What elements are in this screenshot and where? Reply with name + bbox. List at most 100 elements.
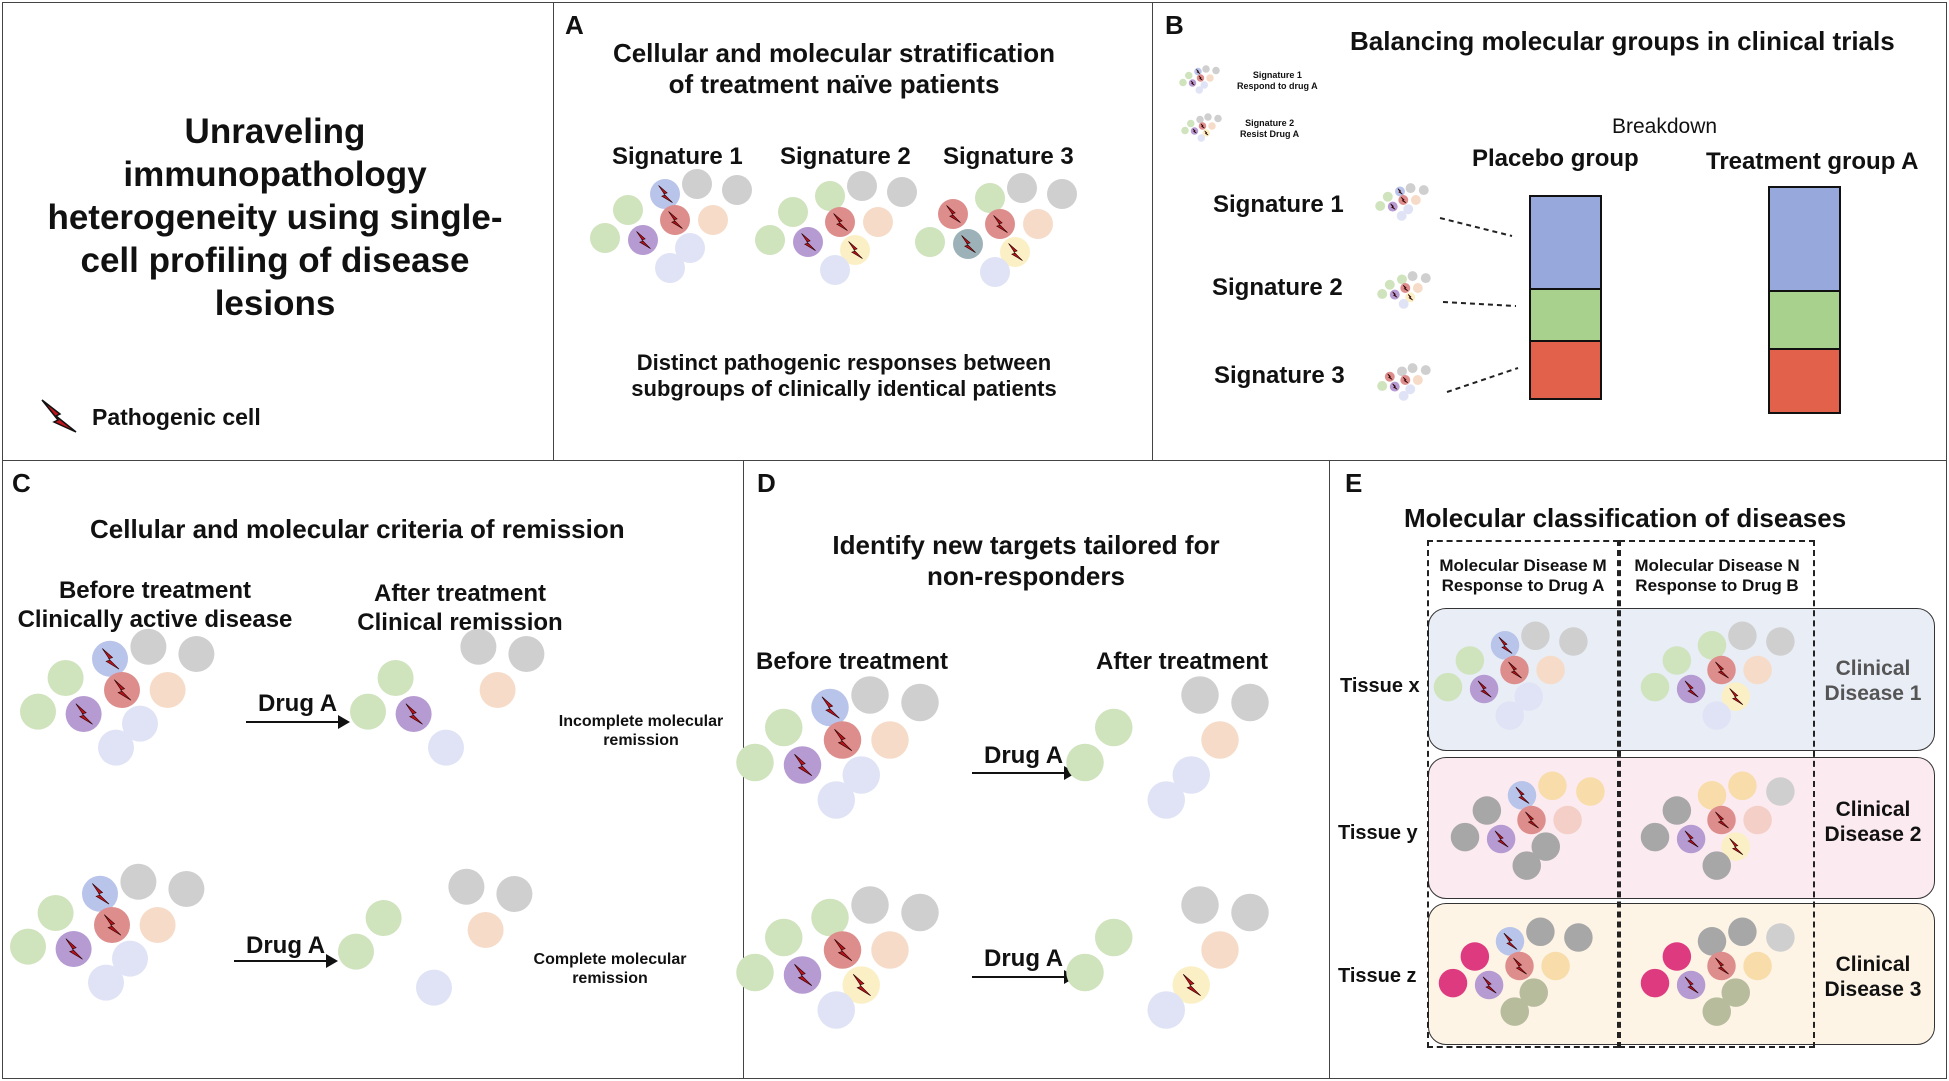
before-cell	[783, 956, 822, 994]
tissue-z-cell	[1640, 968, 1670, 998]
before-cell	[783, 746, 822, 784]
panel-a-caption: Distinct pathogenic responses between su…	[570, 350, 1118, 403]
tissue-y-cell	[1531, 832, 1560, 861]
after-cell	[508, 636, 545, 672]
panel-e-letter: E	[1345, 468, 1363, 498]
before-cell	[104, 672, 140, 708]
legend-cell	[1202, 65, 1210, 73]
before-cell	[37, 895, 74, 931]
tissue-z-cell	[1474, 970, 1504, 1000]
tissue-y-cell	[1486, 824, 1516, 854]
panel-d-before: Before treatment	[756, 648, 949, 675]
placebo-bar-signature-1	[1529, 195, 1602, 290]
sig1-cell	[660, 205, 690, 235]
pathogenic-cell-icon	[1513, 957, 1527, 975]
sig2-cell	[755, 225, 785, 255]
before-cell	[811, 898, 849, 937]
after-cell	[416, 969, 452, 1006]
after-cell	[1095, 708, 1133, 747]
before-cell	[122, 705, 158, 742]
panel-c-after: After treatment Clinical remission	[340, 580, 580, 638]
tissue-x-cell	[1490, 631, 1520, 660]
before-cell	[736, 743, 774, 782]
pathogenic-cell-icon	[1515, 786, 1530, 804]
before-cell	[112, 940, 148, 977]
clinical-disease-3-line1: Clinical	[1835, 953, 1911, 976]
panel-d-after: After treatment	[1096, 648, 1269, 675]
panel-e-column-m-line2: Response to Drug A	[1441, 576, 1605, 596]
sig3-cell	[1007, 173, 1037, 203]
tissue-y-cell	[1728, 771, 1757, 801]
tissue-z-cell	[1495, 927, 1525, 956]
after-cell	[1147, 991, 1185, 1029]
tissue-z-cell	[1519, 978, 1548, 1007]
pathogenic-cell-icon	[1402, 284, 1408, 292]
sig2-cell	[847, 171, 877, 201]
row-cell	[1407, 363, 1418, 374]
panel-a-signature-2: Signature 2	[780, 143, 911, 170]
legend-cell	[1204, 113, 1212, 121]
tissue-x-cell	[1697, 631, 1727, 660]
after-cell	[1181, 676, 1219, 714]
legend-cell	[1195, 86, 1203, 94]
tissue-x-cell	[1500, 655, 1529, 685]
sig3-cell	[975, 183, 1005, 213]
before-cell	[871, 721, 909, 759]
pathogenic-cell-icon	[114, 679, 132, 701]
pathogenic-cell-icon	[794, 754, 813, 776]
pathogenic-cell-icon	[1402, 376, 1408, 384]
legend-pathogenic-label: Pathogenic cell	[92, 404, 261, 430]
tissue-y-cell	[1517, 805, 1546, 835]
pathogenic-cell-icon	[1200, 123, 1205, 129]
legend-cell	[1208, 122, 1216, 130]
pathogenic-cell-icon	[636, 231, 651, 249]
panel-b-letter: B	[1165, 10, 1184, 40]
pathogenic-cell-icon	[1498, 636, 1513, 654]
panel-c-outcome-1: Incomplete molecular remission	[556, 712, 726, 750]
panel-a-letter: A	[565, 10, 584, 40]
after-cell	[377, 660, 414, 696]
before-cell	[736, 953, 774, 992]
intro-title-line: Unraveling	[184, 112, 366, 151]
after-cell	[1181, 886, 1219, 924]
row-cell	[1398, 390, 1409, 401]
sig2-cell	[887, 177, 917, 207]
after-cell	[460, 628, 497, 665]
row-cell	[1405, 183, 1416, 194]
tissue-x-cell	[1559, 627, 1588, 656]
sig1-cell	[675, 233, 705, 263]
tissue-z-cell	[1438, 968, 1468, 998]
intro-title-line: immunopathology	[123, 155, 427, 194]
tissue-y-cell	[1707, 805, 1736, 835]
pathogenic-cell-icon	[993, 215, 1008, 233]
pathogenic-cell-icon	[65, 938, 83, 960]
pathogenic-cell-icon	[1397, 188, 1403, 195]
panel-c-letter: C	[12, 468, 31, 498]
panel-d-drug-label-1: Drug A	[984, 742, 1064, 769]
legend-cell	[1196, 115, 1204, 124]
row-cell	[1418, 185, 1429, 196]
after-cell	[365, 900, 402, 936]
tissue-z-cell	[1500, 997, 1529, 1026]
legend-cell	[1187, 119, 1195, 128]
panel-c-outcome-2: Complete molecular remission	[530, 950, 690, 988]
panel-b-legend-2-line2: Resist Drug A	[1240, 128, 1300, 139]
row-cell	[1397, 274, 1407, 285]
panel-b-placebo-label: Placebo group	[1472, 145, 1639, 172]
row-cell	[1410, 195, 1421, 205]
pathogenic-cell-icon	[102, 648, 120, 670]
panel-d-drug-label-2: Drug A	[984, 945, 1064, 972]
tissue-x-cell	[1455, 646, 1485, 675]
panel-e-column-n: Molecular Disease N Response to Drug B	[1620, 556, 1814, 597]
pathogenic-cell-icon	[801, 233, 816, 251]
sig3-cell	[915, 227, 945, 257]
before-cell	[842, 756, 880, 794]
panel-a-signature-1: Signature 1	[612, 143, 743, 170]
pathogenic-cell-icon	[1182, 974, 1201, 996]
lightning-icon	[41, 399, 77, 433]
panel-c-before: Before treatment Clinically active disea…	[10, 577, 300, 635]
pathogenic-cell-icon	[1477, 680, 1492, 698]
sig1-cell	[628, 225, 658, 255]
before-cell	[765, 708, 803, 747]
sig1-cell	[650, 179, 680, 209]
